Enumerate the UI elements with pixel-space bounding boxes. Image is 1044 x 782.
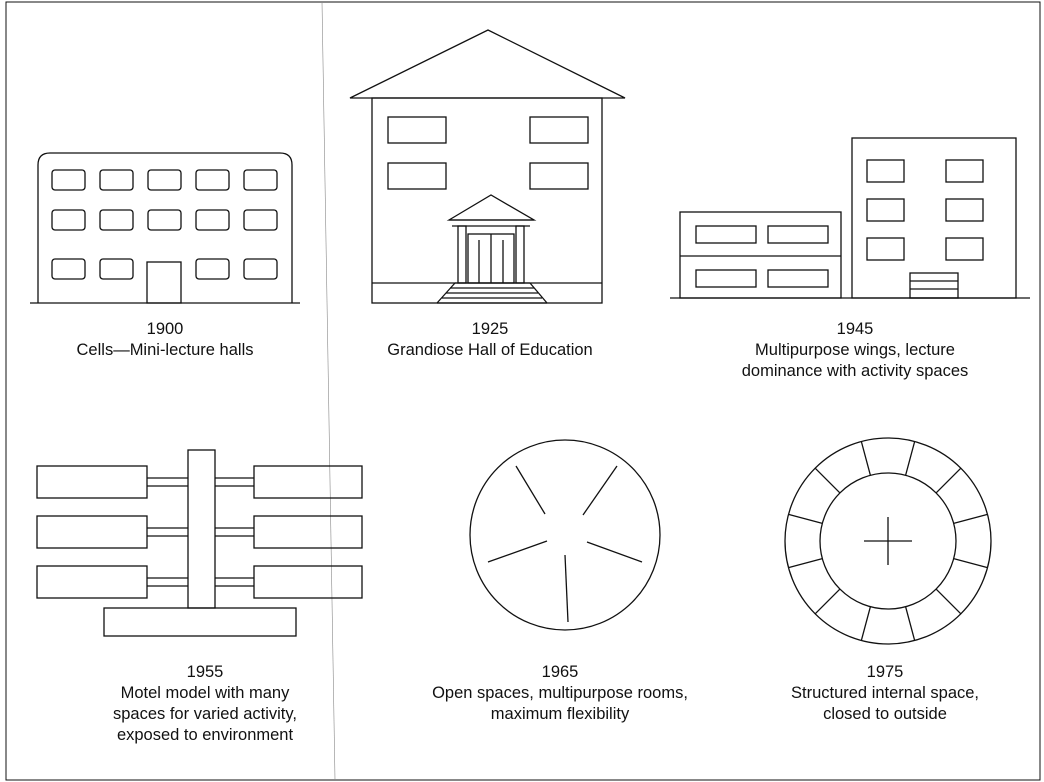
room-partition	[860, 441, 872, 476]
caption-line: Open spaces, multipurpose rooms,	[432, 684, 688, 702]
room-partition	[904, 606, 916, 641]
building-1955	[36, 449, 363, 637]
year-label: 1965	[541, 663, 579, 681]
caption-1900: 1900 Cells—Mini-lecture halls	[40, 319, 290, 361]
room-partition	[788, 557, 823, 569]
building-1945	[670, 137, 1030, 299]
caption-1975: 1975 Structured internal space, closed t…	[740, 662, 1030, 725]
room-partition	[953, 557, 988, 569]
caption-line: maximum flexibility	[490, 705, 630, 723]
caption-1965: 1965 Open spaces, multipurpose rooms, ma…	[390, 662, 730, 725]
caption-line: Grandiose Hall of Education	[387, 341, 593, 359]
room-partition	[935, 588, 962, 615]
caption-line: Structured internal space,	[790, 684, 980, 702]
building-1925	[349, 29, 626, 304]
room-partition	[935, 467, 962, 494]
scan-fold-line	[321, 1, 336, 781]
caption-line: spaces for varied activity,	[112, 705, 297, 723]
room-partition	[860, 606, 872, 641]
building-1900	[30, 152, 300, 304]
year-label: 1955	[186, 663, 224, 681]
year-label: 1975	[866, 663, 904, 681]
building-1965	[469, 439, 661, 631]
room-partition	[814, 467, 841, 494]
building-1975	[784, 437, 992, 645]
caption-1955: 1955 Motel model with many spaces for va…	[70, 662, 340, 746]
room-partition	[814, 588, 841, 615]
caption-line: exposed to environment	[116, 726, 294, 744]
room-partition	[904, 441, 916, 476]
caption-line: Motel model with many	[120, 684, 290, 702]
caption-1925: 1925 Grandiose Hall of Education	[350, 319, 630, 361]
room-partition	[788, 513, 823, 525]
caption-1945: 1945 Multipurpose wings, lecture dominan…	[700, 319, 1010, 382]
caption-line: Cells—Mini-lecture halls	[76, 341, 254, 359]
room-partition	[953, 513, 988, 525]
year-label: 1925	[471, 320, 509, 338]
caption-line: closed to outside	[823, 705, 947, 723]
caption-line: dominance with activity spaces	[741, 362, 969, 380]
year-label: 1900	[146, 320, 184, 338]
year-label: 1945	[836, 320, 874, 338]
figure-frame	[5, 1, 1041, 781]
caption-line: Multipurpose wings, lecture	[755, 341, 955, 359]
